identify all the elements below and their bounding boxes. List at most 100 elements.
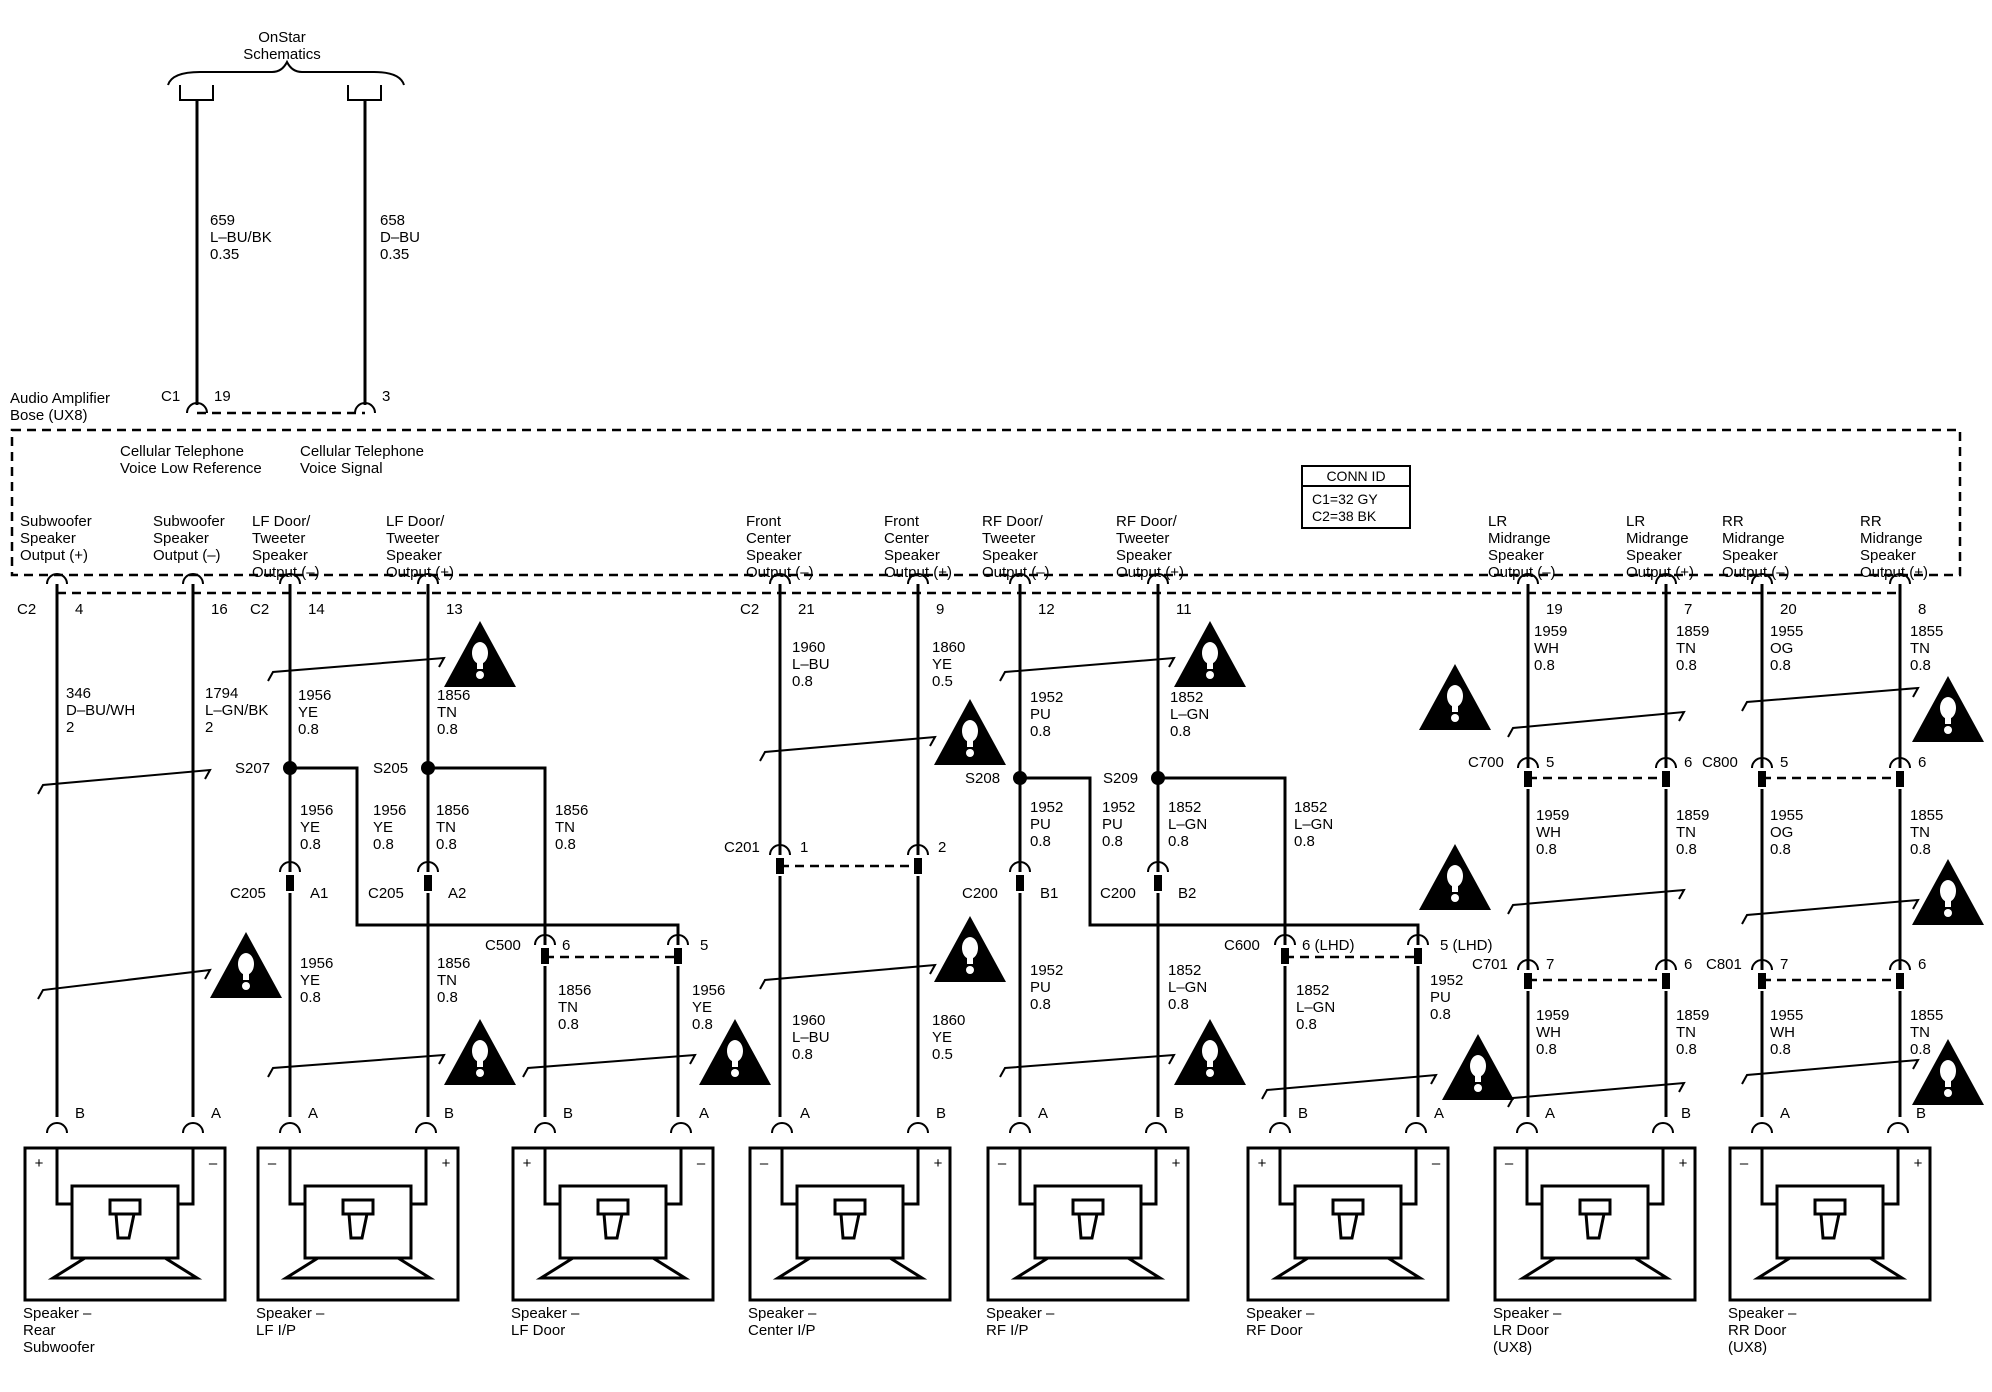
wire-label: 0.35	[380, 246, 409, 263]
wire-label: 1859	[1676, 623, 1709, 640]
inline-connector-C200-B2	[1147, 861, 1169, 873]
wire-label: 0.8	[1102, 833, 1123, 850]
wire-label: 1952	[1102, 799, 1135, 816]
speaker-name: Speaker –	[748, 1305, 817, 1322]
wire-label: 0.8	[692, 1016, 713, 1033]
wire-label: L–BU	[792, 656, 830, 673]
wire-label: 0.8	[1910, 657, 1931, 674]
wire-label: TN	[1676, 1024, 1696, 1041]
speaker-magnet	[303, 1184, 413, 1260]
wire-label: L–GN/BK	[205, 702, 268, 719]
warning-triangle-icon	[1474, 1084, 1482, 1092]
warning-triangle-icon	[444, 621, 516, 687]
inline-connector-pin: 6	[1684, 754, 1692, 771]
wire-label: TN	[1910, 1024, 1930, 1041]
warning-triangle-icon	[934, 916, 1006, 982]
warning-triangle-icon	[242, 982, 250, 990]
speaker-lead	[1760, 1148, 1777, 1206]
inline-connector-pin: B1	[1040, 885, 1058, 902]
speaker-polarity: +	[1914, 1155, 1923, 1172]
output-function-label: Tweeter	[252, 530, 305, 547]
inline-connector-label: C700	[1468, 754, 1504, 771]
wire	[428, 766, 547, 945]
speaker-magnet	[70, 1184, 180, 1260]
inline-connector-pin: 7	[1546, 956, 1554, 973]
wire-label: 0.8	[437, 721, 458, 738]
speaker-polarity: –	[1505, 1155, 1514, 1172]
wire-label: 1855	[1910, 807, 1943, 824]
speaker-name: (UX8)	[1493, 1339, 1532, 1356]
speaker-box	[511, 1146, 715, 1302]
output-function-label: Midrange	[1626, 530, 1689, 547]
speaker-cone	[1517, 1256, 1673, 1280]
speaker-connector	[1652, 1122, 1674, 1134]
warning-triangle-icon	[476, 1069, 484, 1077]
inline-connector-C600-5	[1407, 934, 1429, 946]
wire-label: 1856	[437, 687, 470, 704]
inline-connector-C800-5	[1751, 757, 1773, 769]
speaker-name: Speaker –	[256, 1305, 325, 1322]
inline-connector-C205-A2	[417, 861, 439, 873]
c1-function-label: Voice Signal	[300, 460, 383, 477]
speaker-name: RR Door	[1728, 1322, 1786, 1339]
speaker-magnet	[795, 1184, 905, 1260]
speaker-lead	[543, 1148, 560, 1206]
wire-label: 1860	[932, 639, 965, 656]
speaker-lead	[1401, 1148, 1418, 1206]
speaker-lead	[288, 1148, 305, 1206]
conn-id-box	[1301, 465, 1411, 529]
warning-triangle-icon	[1206, 1069, 1214, 1077]
inline-connector-C500-5	[667, 934, 689, 946]
speaker-connector	[182, 1122, 204, 1134]
output-function-label: Speaker	[982, 547, 1038, 564]
speaker-connector	[1751, 1122, 1773, 1134]
c1-pin-3	[354, 402, 376, 414]
wire-label: 0.8	[1294, 833, 1315, 850]
wire-label: 0.8	[1030, 996, 1051, 1013]
wire-label: 0.8	[1170, 723, 1191, 740]
output-function-label: RR	[1860, 513, 1882, 530]
wire-label: 1859	[1676, 1007, 1709, 1024]
wire-label: TN	[558, 999, 578, 1016]
speaker-name: Center I/P	[748, 1322, 816, 1339]
twisted-pair-marker	[759, 735, 937, 762]
warning-triangle-icon	[1945, 718, 1951, 724]
output-function-label: Center	[746, 530, 791, 547]
output-function-label: Speaker	[1722, 547, 1778, 564]
output-function-label: Speaker	[1488, 547, 1544, 564]
warning-triangle-icon	[962, 937, 978, 959]
wire-label: 0.8	[1030, 723, 1051, 740]
output-function-label: Output (–)	[982, 564, 1050, 581]
inline-connector-C700-6	[1655, 757, 1677, 769]
speaker-box	[986, 1146, 1190, 1302]
output-function-label: Speaker	[386, 547, 442, 564]
warning-triangle-icon	[1945, 901, 1951, 907]
speaker-coil	[596, 1198, 630, 1216]
speaker-connector	[670, 1122, 692, 1134]
wire-label: 0.8	[1536, 841, 1557, 858]
wire-label: L–GN	[1168, 979, 1207, 996]
warning-triangle-icon	[1452, 886, 1458, 892]
warning-triangle-icon	[1174, 621, 1246, 687]
splice-label: S205	[373, 760, 408, 777]
speaker-pin-label: A	[699, 1105, 709, 1122]
speaker-box	[1493, 1146, 1697, 1302]
wire-label: TN	[555, 819, 575, 836]
speaker-connector	[771, 1122, 793, 1134]
speaker-coil	[1071, 1198, 1105, 1216]
wire-label: OG	[1770, 824, 1793, 841]
c2-pin-label: 16	[211, 601, 228, 618]
splice-label: S208	[965, 770, 1000, 787]
warning-triangle-icon	[1944, 909, 1952, 917]
c2-pin	[1147, 573, 1169, 585]
warning-triangle-icon	[1174, 1019, 1246, 1085]
wire-label: 1794	[205, 685, 238, 702]
inline-connector-pin: 6	[562, 937, 570, 954]
wire-label: 1956	[300, 955, 333, 972]
warning-triangle-icon	[1202, 642, 1218, 664]
speaker-name: RF I/P	[986, 1322, 1029, 1339]
speaker-coil	[1819, 1213, 1841, 1240]
wire-label: D–BU	[380, 229, 420, 246]
wire-label: 2	[66, 719, 74, 736]
speaker-cone	[1010, 1256, 1166, 1280]
